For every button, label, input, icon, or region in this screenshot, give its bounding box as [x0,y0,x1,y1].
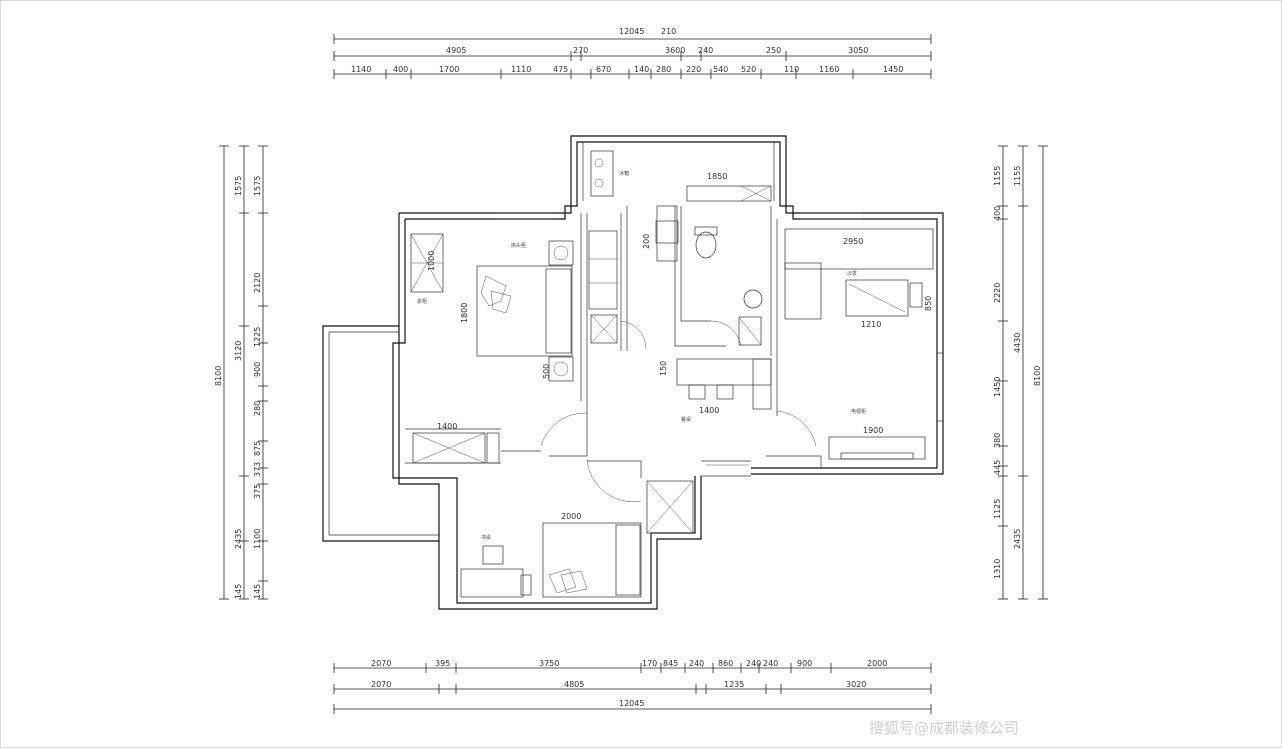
dim-top-r2-2: 1700 [439,65,459,74]
dim-top-r2-7: 280 [656,65,671,74]
top-dimensions: 12045 210 4905 270 3600 240 250 3050 114… [333,27,932,79]
dim-left-o0: 1575 [234,176,243,196]
dim-bot-r1-3: 170 [642,659,657,668]
dim-top-r2-12: 1160 [819,65,839,74]
dim-bot-r2-2: 1235 [724,680,744,689]
dim-top-r2-6: 140 [634,65,649,74]
label-4: 电视柜 [851,408,866,415]
dim-bot-r1-0: 2070 [371,659,391,668]
dim-top-r2-5: 670 [596,65,611,74]
dim-right-i7: 1310 [993,559,1002,579]
dim-left-i9: 145 [253,584,262,599]
dim-top-r2-10: 520 [741,65,756,74]
dim-bot-r1-8: 240 [763,659,778,668]
dim-left-i5: 875 [253,441,262,456]
svg-text:210: 210 [661,27,676,36]
dim-left-o2: 2435 [234,529,243,549]
floor-plan [322,135,944,610]
dim-bot-r1-1: 395 [435,659,450,668]
dim-left-o3: 145 [234,584,243,599]
dim-top-r2-11: 110 [784,65,799,74]
dim-bot-r1-2: 3750 [539,659,559,668]
dim-top-r2-8: 220 [686,65,701,74]
dim-bot-r1-6: 860 [718,659,733,668]
dim-top-r2-9: 540 [713,65,728,74]
dim-left-i0: 1575 [253,176,262,196]
left-dimensions: 8100 1575 3120 2435 145 1575 2120 1225 9… [214,145,268,600]
dim-k-1: 200 [642,234,651,249]
dim-bot-r2-3: 3020 [846,680,866,689]
label-2: 书桌 [481,534,491,541]
dim-st-1: 1400 [699,406,719,415]
dim-bot-r1-9: 900 [797,659,812,668]
dim-right-i1: 400 [993,206,1002,221]
dim-top-r1-1: 270 [573,46,588,55]
dim-k-0: 1850 [707,172,727,181]
dim-top-r1-5: 3050 [848,46,868,55]
dim-lv-1: 1210 [861,320,881,329]
dim-top-r1-0: 4905 [446,46,466,55]
dim-right-i0: 1155 [993,166,1002,186]
dim-top-r2-0: 1140 [351,65,371,74]
watermark: 搜狐号@成都装修公司 [869,719,1019,737]
label-3: 沙发 [847,270,857,277]
dim-top-r2-3: 1110 [511,65,531,74]
dim-left-i4: 280 [253,401,262,416]
dim-left-i1: 2120 [253,273,262,293]
dim-top-r2-4: 475 [553,65,568,74]
right-dimensions: 1155 400 2220 1450 380 445 1125 1310 115… [993,145,1048,600]
bottom-dimensions: 2070 395 3750 170 845 240 860 240 240 90… [333,659,932,714]
dim-bot-r1-10: 2000 [867,659,887,668]
dim-right-total: 8100 [1033,366,1042,386]
dim-right-o0: 1155 [1013,166,1022,186]
dim-top-total: 12045 [619,27,644,36]
dim-b1-0: 1000 [427,251,436,271]
dim-right-i4: 380 [993,433,1002,448]
dim-k-2: 500 [542,364,551,379]
dim-right-i6: 1125 [993,499,1002,519]
dim-b1-1: 1800 [460,303,469,323]
label-6: 冰箱 [619,170,629,177]
dim-top-r1-4: 250 [766,46,781,55]
dim-bot-r1-7: 240 [746,659,761,668]
dim-left-i2: 1225 [253,327,262,347]
dim-bot-r2-1: 4805 [564,680,584,689]
dim-right-i3: 1450 [993,377,1002,397]
dim-top-r1-2: 3600 [665,46,685,55]
dim-st-0: 2000 [561,512,581,521]
room-annotations: 1000 1800 1400 150 1850 200 500 2950 121… [417,170,933,541]
dim-right-o1: 4430 [1013,333,1022,353]
dim-lv-0: 2950 [843,237,863,246]
dim-bot-r1-5: 240 [689,659,704,668]
dim-top-r1-3: 240 [698,46,713,55]
dim-bot-total: 12045 [619,699,644,708]
dim-bot-r2-0: 2070 [371,680,391,689]
dim-left-i7: 375 [253,484,262,499]
dim-left-i6: 373 [253,462,262,477]
dim-lv-2: 1900 [863,426,883,435]
dim-bot-r1-4: 845 [663,659,678,668]
dim-left-total: 8100 [214,366,223,386]
dim-left-i3: 900 [253,362,262,377]
dim-left-o1: 3120 [234,341,243,361]
dim-right-o2: 2435 [1013,529,1022,549]
label-5: 餐桌 [681,416,691,423]
dim-right-i5: 445 [993,460,1002,475]
dim-top-r2-1: 400 [393,65,408,74]
label-0: 床头柜 [511,242,526,249]
dim-right-i2: 2220 [993,283,1002,303]
dim-b1-3: 150 [659,361,668,376]
dim-top-r2-13: 1450 [883,65,903,74]
dim-b1-2: 1400 [437,422,457,431]
dim-left-i8: 1100 [253,529,262,549]
dim-lv-3: 850 [924,296,933,311]
label-1: 衣柜 [417,298,427,305]
